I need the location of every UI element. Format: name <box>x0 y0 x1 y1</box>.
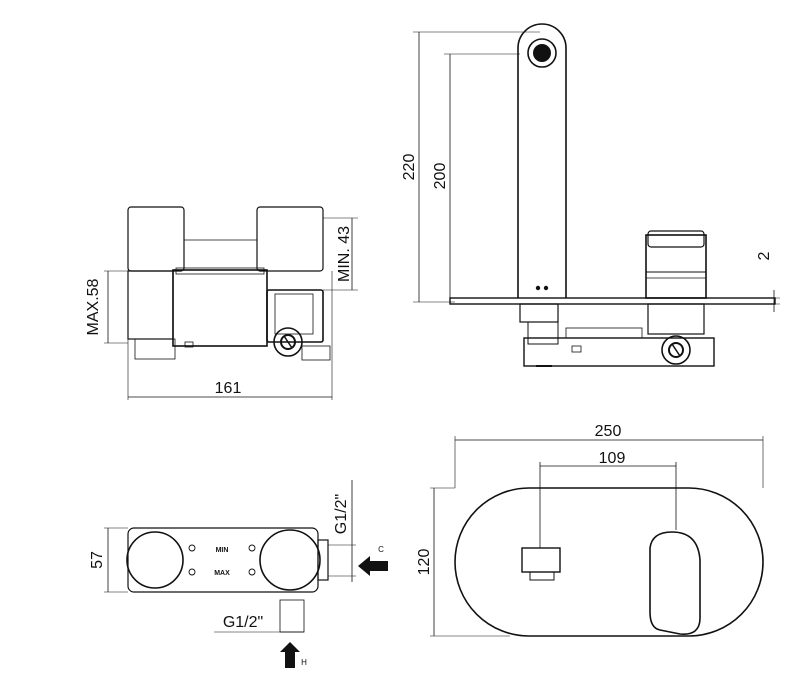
cold-inlet-arrow <box>358 556 388 576</box>
hot-label: H <box>301 658 307 667</box>
max-mark: MAX <box>214 570 230 577</box>
top-view <box>104 480 356 633</box>
thread-bottom-label: G1/2" <box>223 614 263 631</box>
inlet-arrows <box>280 556 388 668</box>
dim-min-43: MIN. 43 <box>336 226 353 282</box>
dim-250: 250 <box>595 423 622 440</box>
dim-max-58: MAX.58 <box>85 278 102 335</box>
dim-109: 109 <box>599 450 626 467</box>
dim-220: 220 <box>401 154 418 181</box>
front-view <box>104 206 358 400</box>
min-mark: MIN <box>216 547 229 554</box>
dim-57: 57 <box>89 551 106 569</box>
hot-inlet-arrow <box>280 642 300 668</box>
dim-2: 2 <box>756 251 773 260</box>
dim-161: 161 <box>215 380 242 397</box>
dim-120: 120 <box>416 549 433 576</box>
plate-view <box>430 436 764 637</box>
cold-label: C <box>378 545 384 554</box>
side-view <box>413 23 780 367</box>
thread-top-label: G1/2" <box>333 494 350 534</box>
dim-200: 200 <box>432 163 449 190</box>
